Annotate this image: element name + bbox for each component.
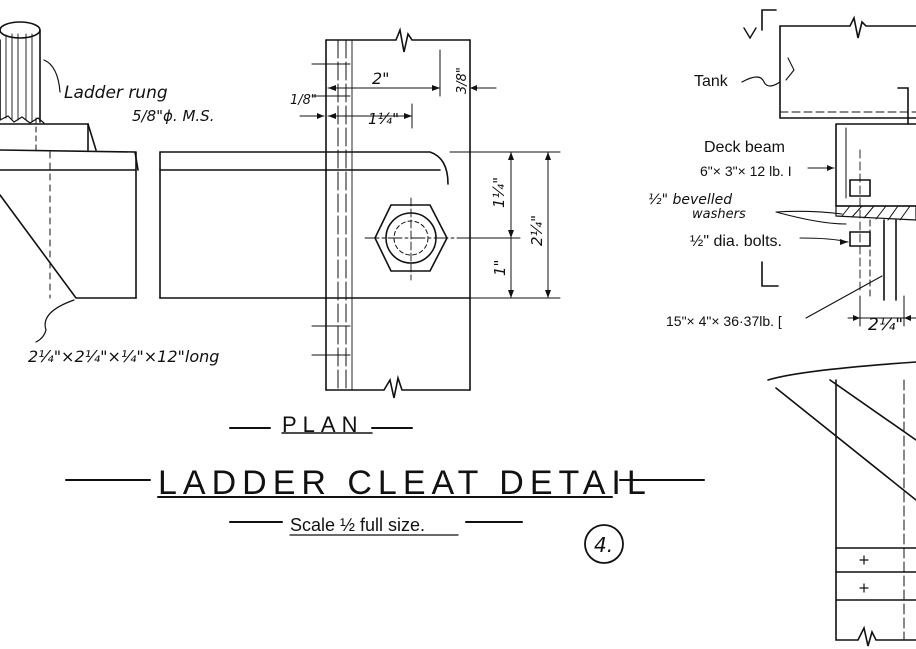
dim-1-8-inch: 1/8": [290, 93, 317, 108]
main-title: LADDER CLEAT DETAIL: [158, 464, 652, 502]
plan-view: [159, 27, 561, 399]
deck-beam-size-label: 6"× 3"× 12 lb. I: [700, 163, 792, 179]
bevelled-washers-label-1: ½" bevelled: [648, 192, 732, 208]
plan-title: PLAN: [282, 412, 363, 437]
tank-label: Tank: [694, 73, 729, 90]
lower-right-elevation: [767, 361, 916, 647]
title-rules: [65, 427, 705, 564]
deck-beam-label: Deck beam: [704, 139, 785, 156]
section-view: [741, 9, 916, 327]
dim-2-1-4-inch: 2¼": [528, 215, 546, 246]
dim-2-1-4-inch-section: 2¼": [868, 315, 903, 335]
bevelled-washers-label-2: washers: [692, 207, 746, 222]
dim-1-1-4-inch-top: 1¼": [368, 110, 399, 128]
dim-1-1-4-inch-right: 1¼": [490, 177, 508, 208]
scale-note: Scale ½ full size.: [290, 515, 425, 535]
channel-label: 15"× 4"× 36·37lb. [: [666, 313, 782, 329]
ladder-rung-label: Ladder rung: [64, 83, 168, 103]
bolts-label: ½" dia. bolts.: [690, 233, 782, 250]
angle-size-label: 2¼"×2¼"×¼"×12"long: [28, 347, 219, 366]
dim-1-inch: 1": [491, 260, 509, 276]
dim-3-8-inch: 3/8": [455, 67, 470, 94]
ladder-rung-view: [0, 21, 139, 343]
dim-2-inch: 2": [372, 69, 390, 88]
detail-number: 4.: [594, 533, 613, 557]
rung-size-label: 5/8"ϕ. M.S.: [132, 107, 214, 125]
